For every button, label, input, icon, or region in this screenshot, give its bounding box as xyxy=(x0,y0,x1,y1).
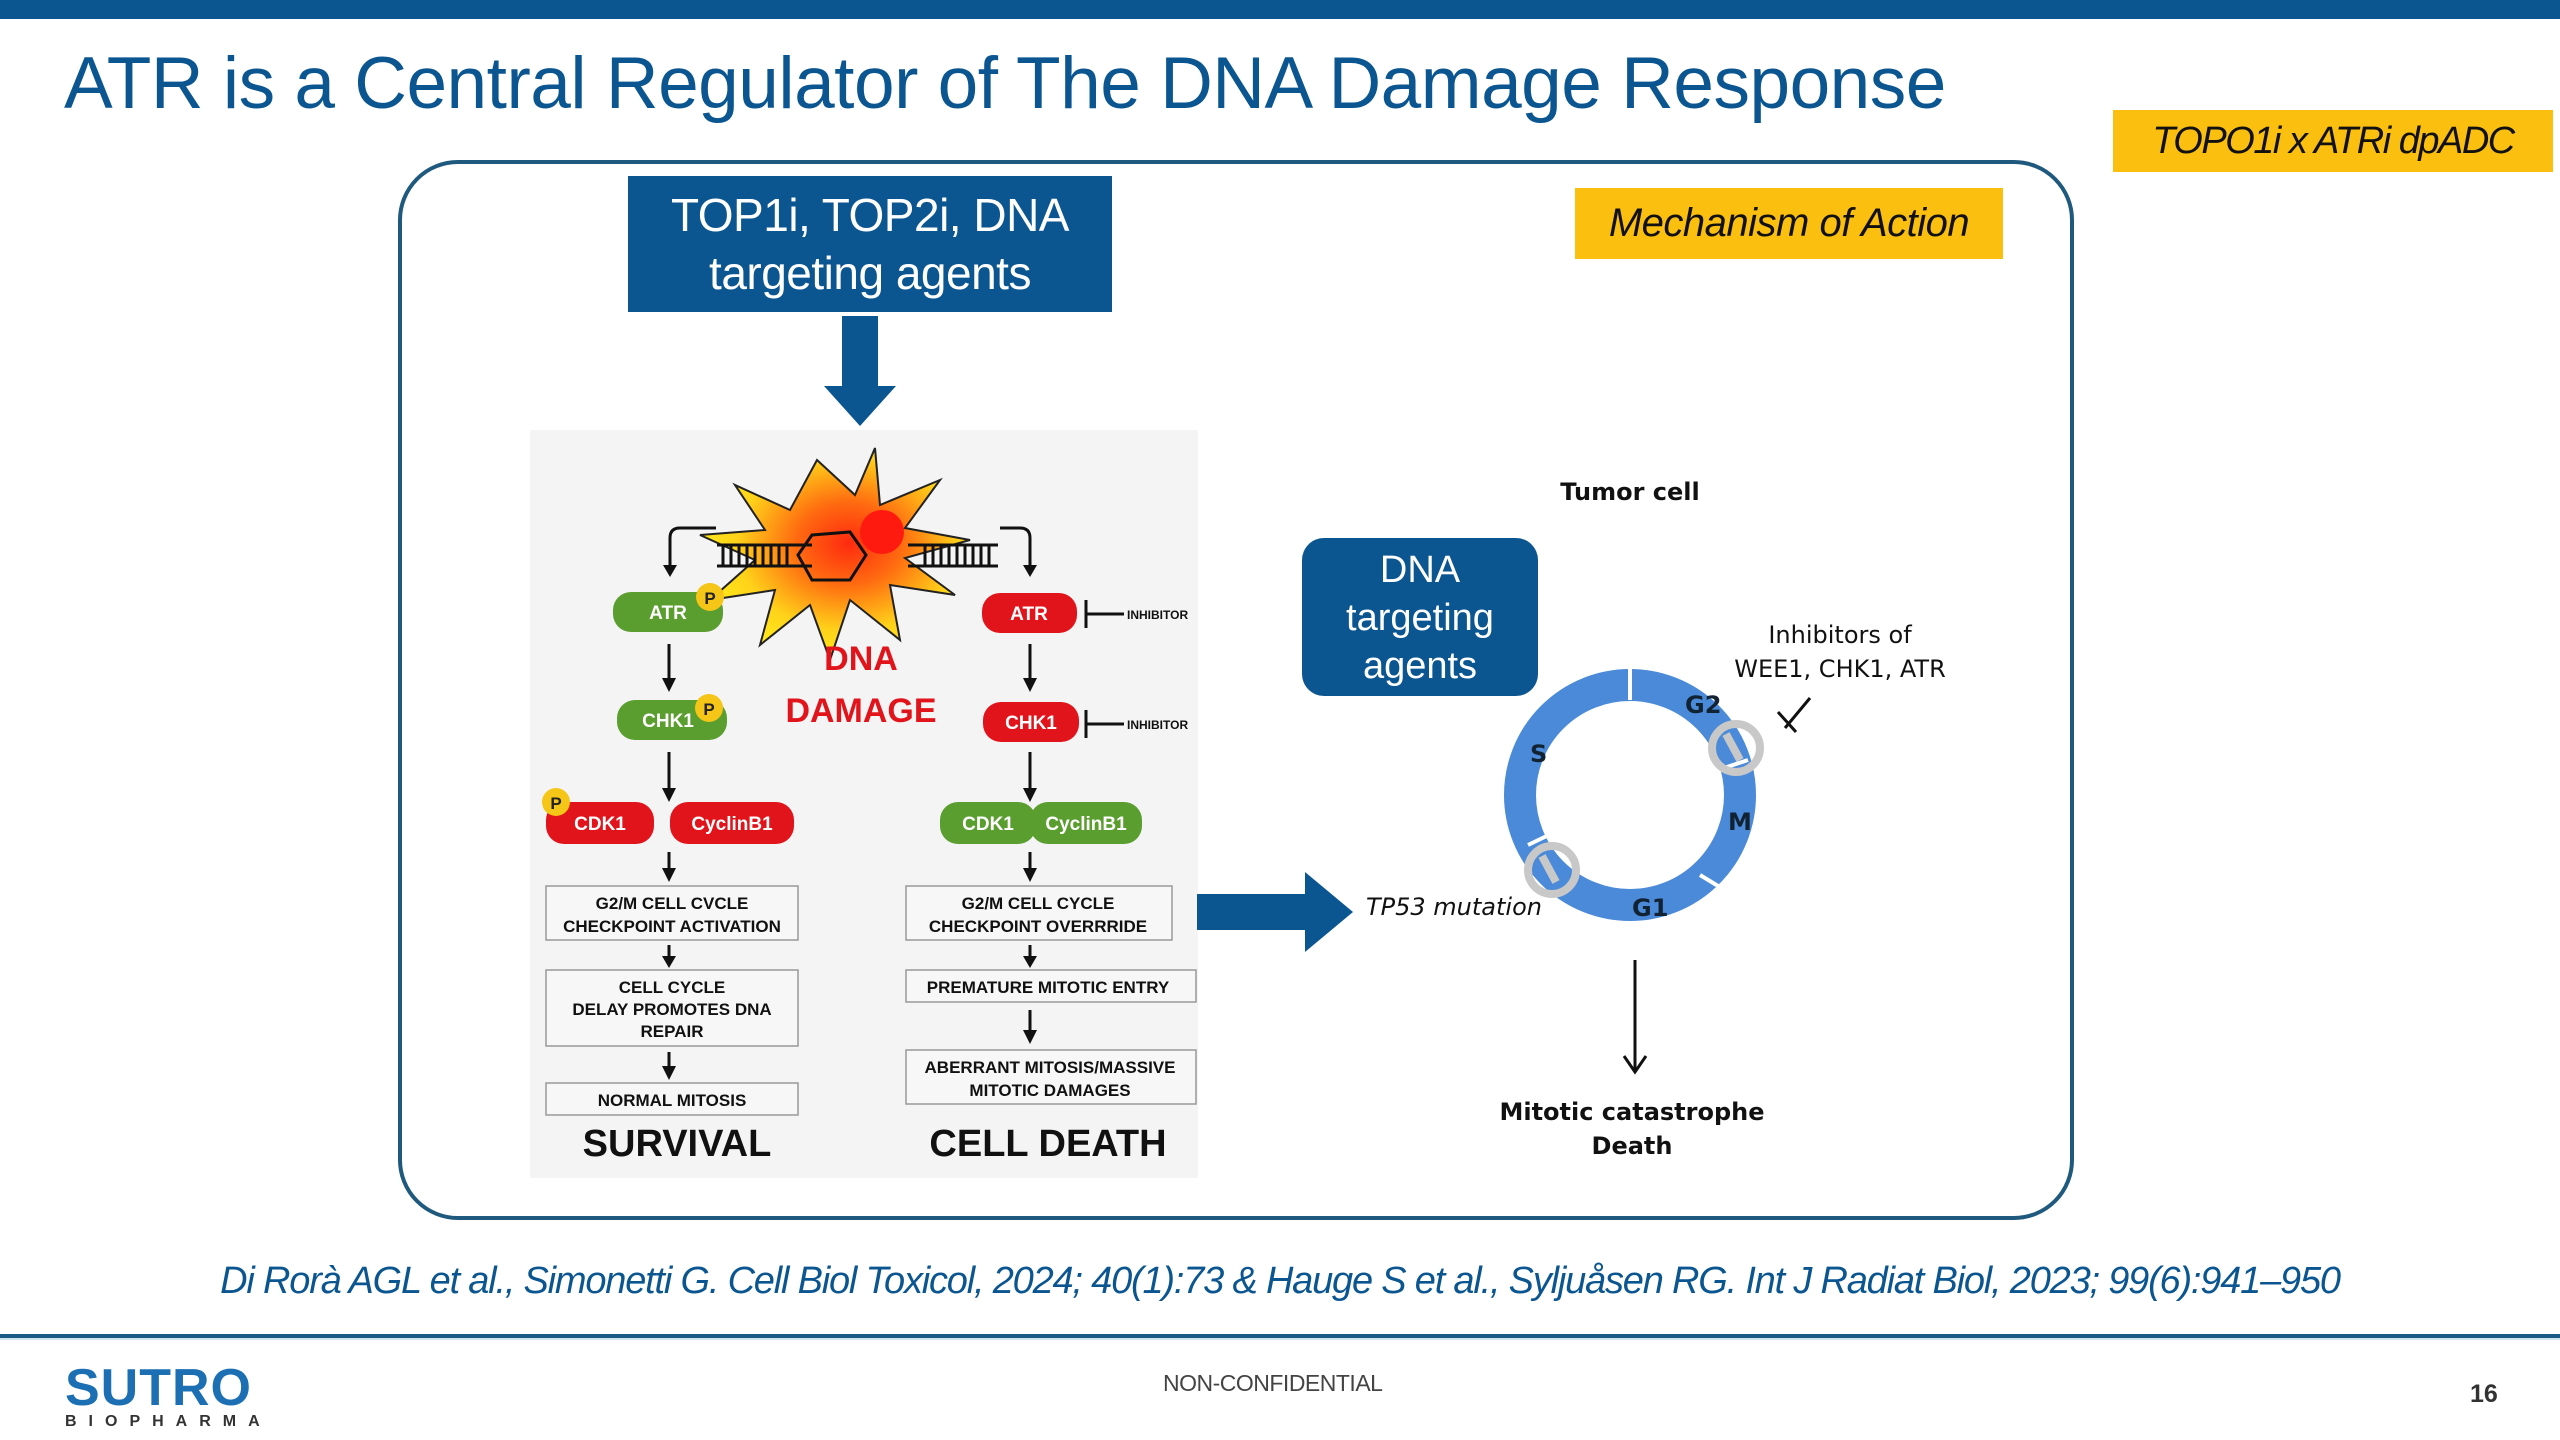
dna-strand-left-icon xyxy=(717,543,812,568)
svg-text:P: P xyxy=(704,589,715,608)
svg-text:CyclinB1: CyclinB1 xyxy=(691,814,773,835)
atr-left-label: ATR xyxy=(649,603,687,624)
mitotic-catastrophe-label: Mitotic catastrophe xyxy=(1499,1098,1764,1126)
dna-damage-label-1: DNA xyxy=(824,640,898,678)
checkpoint-override-box xyxy=(905,885,1173,941)
dna-agents-line1: TOP1i, TOP2i, DNA xyxy=(671,189,1069,241)
dna-repair-box xyxy=(545,969,799,1047)
phase-s: S xyxy=(1530,740,1547,768)
g1-checkpoint-block-icon xyxy=(1524,842,1580,898)
confidentiality-label: NON-CONFIDENTIAL xyxy=(1163,1370,1383,1396)
phase-g2: G2 xyxy=(1685,691,1721,719)
svg-text:PREMATURE MITOTIC ENTRY: PREMATURE MITOTIC ENTRY xyxy=(927,978,1170,997)
logo-wordmark: SUTRO xyxy=(65,1359,252,1417)
survival-label: SURVIVAL xyxy=(583,1123,772,1165)
dna-strand-right-icon xyxy=(908,543,998,568)
svg-text:CELL CYCLE: CELL CYCLE xyxy=(619,978,725,997)
svg-text:NORMAL MITOSIS: NORMAL MITOSIS xyxy=(598,1091,747,1110)
death-label: Death xyxy=(1592,1132,1673,1160)
svg-text:P: P xyxy=(703,700,714,719)
atr-inhibited-node xyxy=(982,593,1077,633)
sutro-logo: SUTRO BIOPHARMA xyxy=(65,1359,272,1431)
svg-text:MITOTIC DAMAGES: MITOTIC DAMAGES xyxy=(969,1081,1130,1100)
cdk1-inactive-node xyxy=(546,802,654,844)
phase-m: M xyxy=(1728,808,1752,836)
cdk1-active-node xyxy=(940,802,1036,844)
svg-text:ATR: ATR xyxy=(1010,604,1048,625)
right-arrow-icon xyxy=(1197,872,1353,952)
citation: Di Rorà AGL et al., Simonetti G. Cell Bi… xyxy=(220,1260,2341,1302)
dna-damage-label-2: DAMAGE xyxy=(785,692,936,730)
svg-text:CHECKPOINT OVERRRIDE: CHECKPOINT OVERRRIDE xyxy=(929,917,1147,936)
cell-death-label: CELL DEATH xyxy=(929,1123,1166,1165)
damage-site-icon xyxy=(860,510,904,554)
tp53-mutation-label: TP53 mutation xyxy=(1366,893,1542,921)
cyclinb1-inactive-node xyxy=(670,802,794,844)
chk1-left-label: CHK1 xyxy=(642,711,694,732)
footer-divider-accent xyxy=(0,1338,2560,1340)
svg-text:REPAIR: REPAIR xyxy=(641,1022,704,1041)
arrow-to-atr-left-icon xyxy=(668,526,716,570)
chk1-inhibited-node xyxy=(983,702,1079,742)
dna-damage-pathway-svg: ATR P CHK1 P CDK1 P CyclinB1 G2/M CELL C… xyxy=(542,447,1197,1165)
inhibition-mark-icon xyxy=(1776,697,1812,734)
dna-agents-box: TOP1i, TOP2i, DNA targeting agents xyxy=(628,176,1112,312)
page-number: 16 xyxy=(2470,1380,2498,1408)
tumor-cell-label: Tumor cell xyxy=(1560,478,1699,506)
svg-text:DNA: DNA xyxy=(1380,549,1461,591)
slide-title: ATR is a Central Regulator of The DNA Da… xyxy=(64,43,1946,124)
svg-text:CyclinB1: CyclinB1 xyxy=(1045,814,1127,835)
arrow-to-atr-right-icon xyxy=(1000,526,1032,570)
phospho-icon xyxy=(695,694,723,722)
svg-text:CHECKPOINT ACTIVATION: CHECKPOINT ACTIVATION xyxy=(563,917,781,936)
inhibitors-label-2: WEE1, CHK1, ATR xyxy=(1734,655,1946,683)
phospho-icon xyxy=(542,788,570,816)
svg-text:targeting: targeting xyxy=(1346,597,1494,639)
footer-divider xyxy=(0,1334,2560,1338)
svg-text:G2/M CELL CYCLE: G2/M CELL CYCLE xyxy=(962,894,1115,913)
atr-active-node xyxy=(613,592,723,632)
diagram-frame xyxy=(398,160,2074,1220)
logo-subtitle: BIOPHARMA xyxy=(65,1413,272,1430)
g2-checkpoint-block-icon xyxy=(1708,720,1764,776)
svg-text:G2/M CELL CVCLE: G2/M CELL CVCLE xyxy=(596,894,749,913)
premature-mitotic-entry-box xyxy=(905,969,1197,1003)
cyclinb1-active-node xyxy=(1030,802,1142,844)
svg-text:CDK1: CDK1 xyxy=(574,814,626,835)
checkpoint-activation-box xyxy=(545,885,799,941)
svg-text:CHK1: CHK1 xyxy=(1005,713,1057,734)
phospho-icon xyxy=(696,583,724,611)
dna-agents-line2: targeting agents xyxy=(709,247,1031,299)
tumor-cell-cycle-svg: Tumor cell DNA targeting agents S G2 M G… xyxy=(1302,478,1946,1160)
aberrant-mitosis-box xyxy=(905,1049,1197,1105)
svg-text:P: P xyxy=(550,794,561,813)
svg-text:DELAY PROMOTES DNA: DELAY PROMOTES DNA xyxy=(572,1000,771,1019)
svg-text:ABERRANT MITOSIS/MASSIVE: ABERRANT MITOSIS/MASSIVE xyxy=(925,1058,1176,1077)
mechanism-of-action-label: Mechanism of Action xyxy=(1575,188,2003,259)
inhibitors-label-1: Inhibitors of xyxy=(1768,621,1912,649)
svg-text:CDK1: CDK1 xyxy=(962,814,1014,835)
normal-mitosis-box xyxy=(545,1082,799,1116)
svg-text:INHIBITOR: INHIBITOR xyxy=(1127,608,1188,622)
svg-text:agents: agents xyxy=(1363,645,1477,687)
dna-damage-burst-icon xyxy=(699,447,971,664)
topo1i-atri-badge: TOPO1i x ATRi dpADC xyxy=(2113,110,2553,172)
down-arrow-icon xyxy=(824,316,896,426)
svg-text:INHIBITOR: INHIBITOR xyxy=(1127,718,1188,732)
phase-g1: G1 xyxy=(1632,894,1668,922)
dna-targeting-agents-box xyxy=(1302,538,1538,696)
top-band xyxy=(0,0,2560,19)
